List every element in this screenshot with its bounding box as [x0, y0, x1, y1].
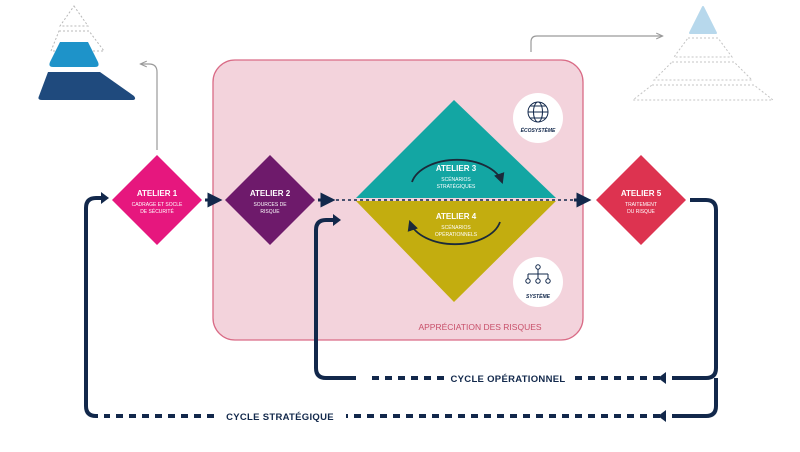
link-to-left-pyramid [141, 64, 158, 150]
cycle-arrow-icon [411, 158, 505, 185]
atelier-2-title: ATELIER 2 [250, 189, 291, 198]
atelier-5-subtitle-2: DU RISQUE [627, 209, 655, 215]
atelier-2-subtitle-1: SOURCES DE [253, 202, 287, 208]
pyramid-icon [631, 6, 775, 101]
arrow-head [658, 410, 666, 422]
hierarchy-icon [525, 264, 551, 284]
atelier-2-subtitle-2: RISQUE [260, 209, 280, 215]
atelier-4-subtitle-1: SCÉNARIOS [441, 224, 471, 231]
globe-icon [527, 101, 549, 123]
atelier-3-subtitle-2: STRATÉGIQUES [437, 183, 476, 190]
atelier-2-diamond: ATELIER 2 SOURCES DE RISQUE [225, 155, 315, 245]
atelier-5-subtitle-1: TRAITEMENT [625, 202, 657, 208]
cycle-operationnel-label: CYCLE OPÉRATIONNEL [450, 374, 565, 385]
atelier-1-title: ATELIER 1 [137, 189, 178, 198]
atelier-3-title: ATELIER 3 [436, 164, 477, 173]
operational-cycle-loop [314, 198, 718, 380]
atelier-1-subtitle-2: DE SÉCURITÉ [140, 208, 174, 215]
atelier-4-subtitle-2: OPÉRATIONNELS [435, 231, 478, 238]
arrow-head [658, 372, 666, 384]
arrow-head [101, 192, 109, 204]
atelier-3-triangle: ATELIER 3 SCÉNARIOS STRATÉGIQUES [356, 100, 556, 198]
atelier-1-diamond: ATELIER 1 CADRAGE ET SOCLE DE SÉCURITÉ [112, 155, 202, 245]
atelier-3-subtitle-1: SCÉNARIOS [441, 176, 471, 183]
atelier-4-title: ATELIER 4 [436, 212, 477, 221]
link-to-right-pyramid [530, 36, 662, 52]
ecosysteme-label: ÉCOSYSTÈME [521, 126, 556, 134]
atelier-5-diamond: ATELIER 5 TRAITEMENT DU RISQUE [596, 155, 686, 245]
arrow-head [333, 214, 341, 226]
pyramid-icon [38, 5, 136, 100]
cycle-arrow-icon [407, 219, 501, 246]
atelier-4-triangle: ATELIER 4 SCÉNARIOS OPÉRATIONNELS [356, 201, 556, 302]
atelier-5-title: ATELIER 5 [621, 189, 662, 198]
cycle-strategique-label: CYCLE STRATÉGIQUE [226, 412, 334, 423]
strategic-cycle-loop [84, 196, 718, 418]
systeme-badge: SYSTÈME [513, 257, 563, 307]
ecosysteme-badge: ÉCOSYSTÈME [513, 93, 563, 143]
systeme-label: SYSTÈME [526, 292, 551, 300]
zone-label: APPRÉCIATION DES RISQUES [418, 322, 541, 332]
atelier-1-subtitle-1: CADRAGE ET SOCLE [132, 202, 183, 208]
